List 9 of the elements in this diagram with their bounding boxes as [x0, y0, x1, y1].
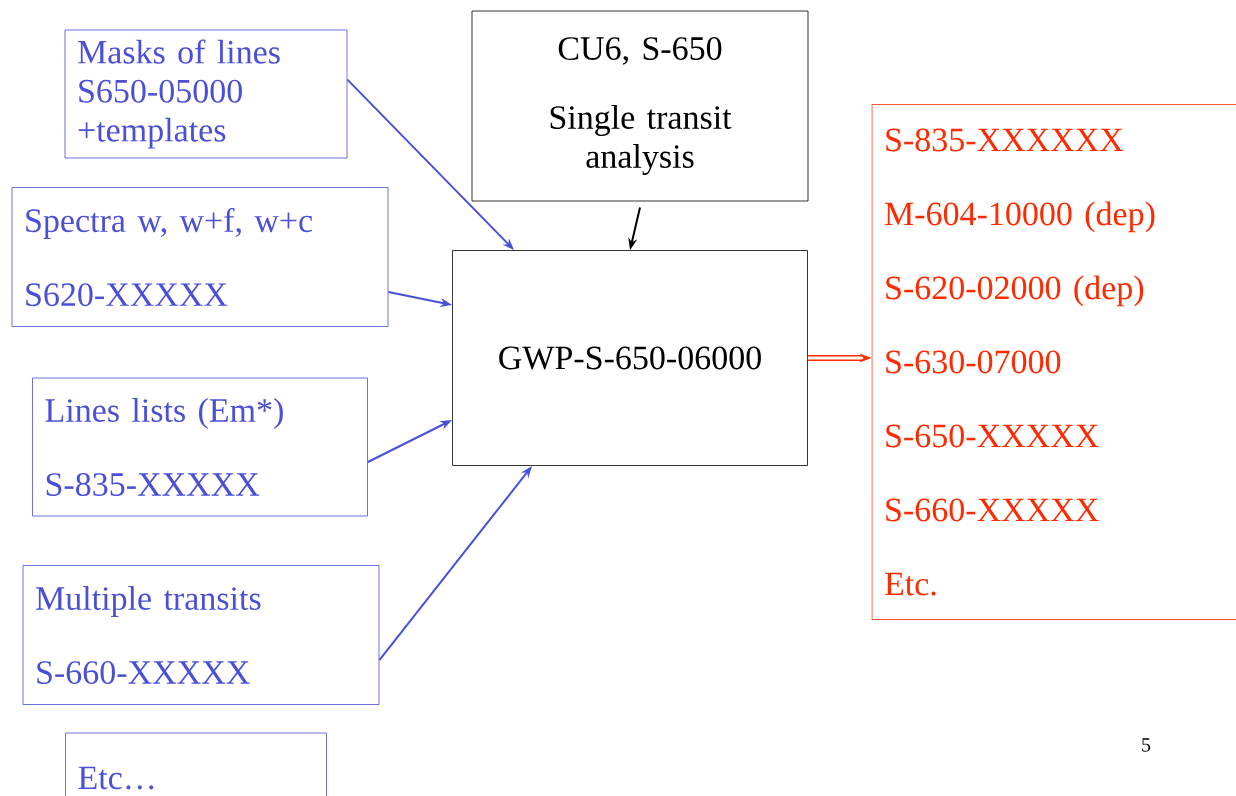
input-box: Etc… [65, 732, 327, 796]
input-box: Multiple transits S-660-XXXXX [22, 565, 380, 705]
output-box: S-835-XXXXXX M-604-10000 (dep) S-620-02000 (dep) S-630-07000 S-650-XXXXX S-660-XXXXX Etc. [871, 104, 1236, 620]
input-box: Lines lists (Em*) S-835-XXXXX [32, 377, 368, 517]
process-box: GWP-S-650-06000 [452, 250, 808, 466]
input-box: Spectra w, w+f, w+c S620-XXXXX [11, 187, 389, 327]
input-box: Masks of lines S650-05000 +templates [64, 29, 348, 159]
page-number: 5 [1142, 738, 1151, 752]
process-box: CU6, S-650 Single transit analysis [471, 10, 809, 202]
